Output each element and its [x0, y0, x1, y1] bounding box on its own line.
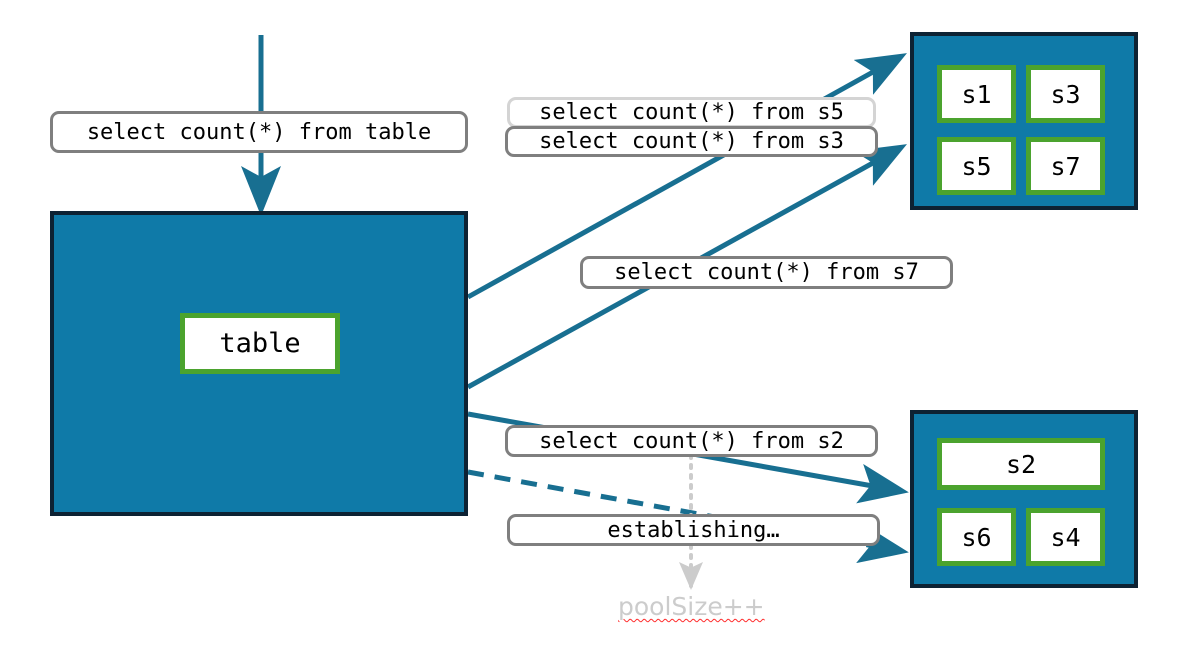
pool-node-s4[interactable]: s4 — [1026, 508, 1105, 566]
chip-query-s7[interactable]: select count(*) from s7 — [580, 256, 953, 289]
chip-establishing[interactable]: establishing… — [507, 514, 880, 546]
poolsize-annotation: poolSize++ — [618, 592, 765, 621]
pool-node-s2[interactable]: s2 — [937, 438, 1105, 490]
pool-node-s7[interactable]: s7 — [1026, 137, 1105, 195]
pool-node-s1[interactable]: s1 — [937, 65, 1016, 123]
chip-query-s5[interactable]: select count(*) from s5 — [507, 97, 876, 128]
chip-query-table[interactable]: select count(*) from table — [50, 111, 468, 153]
table-node[interactable]: table — [180, 313, 340, 374]
pool-node-s3[interactable]: s3 — [1026, 65, 1105, 123]
pool-node-s6[interactable]: s6 — [937, 508, 1016, 566]
chip-query-s2[interactable]: select count(*) from s2 — [505, 425, 878, 457]
chip-query-s3[interactable]: select count(*) from s3 — [505, 126, 878, 157]
pool-node-s5[interactable]: s5 — [937, 137, 1016, 195]
